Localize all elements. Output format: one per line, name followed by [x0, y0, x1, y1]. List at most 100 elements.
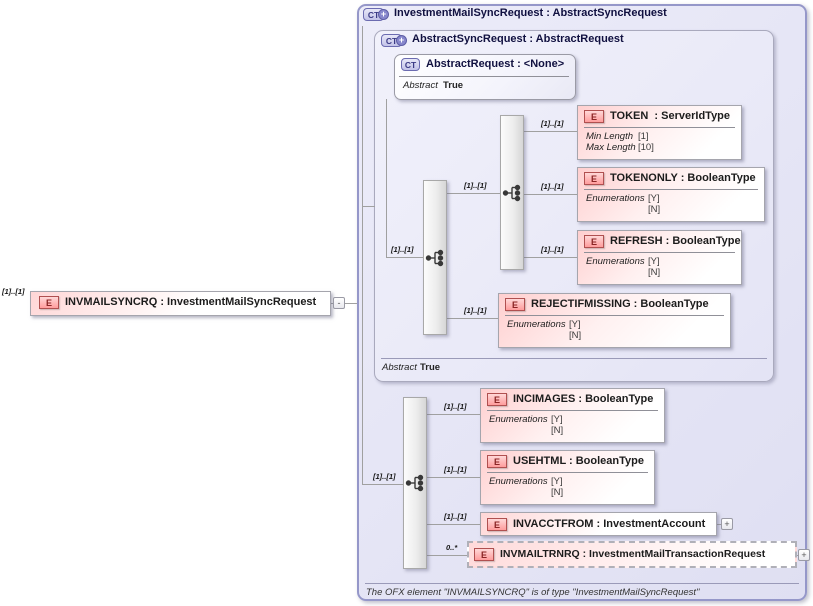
- connector-line: [386, 99, 387, 258]
- divider: [381, 358, 767, 359]
- element-title: INVACCTFROM : InvestmentAccount: [513, 518, 706, 530]
- sequence-connector[interactable]: [423, 180, 447, 335]
- element-title: REJECTIFMISSING : BooleanType: [531, 298, 709, 310]
- cardinality-label: [1]..[1]: [444, 512, 467, 521]
- facet-value: [Y]: [648, 193, 660, 204]
- base-type-title: AbstractRequest : <None>: [426, 58, 565, 70]
- facet-label: Enumerations: [586, 256, 645, 267]
- facet-value: [N]: [569, 330, 582, 341]
- complextype-icon: CT: [401, 58, 420, 71]
- facet-label: Enumerations: [586, 193, 645, 204]
- element-icon: E: [39, 296, 59, 309]
- element-refresh[interactable]: E REFRESH : BooleanType Enumerations [Y]…: [577, 230, 742, 285]
- connector-line: [427, 555, 468, 556]
- element-icon: E: [584, 172, 604, 185]
- element-icon: E: [487, 518, 507, 531]
- expand-button[interactable]: +: [721, 518, 733, 530]
- divider: [487, 410, 658, 411]
- abstract-property-label: Abstract: [403, 80, 438, 91]
- facet-label: Min Length: [586, 131, 634, 142]
- connector-line: [716, 524, 722, 525]
- collapse-button[interactable]: -: [333, 297, 345, 309]
- element-title: TOKENONLY : BooleanType: [610, 172, 756, 184]
- element-tokenonly[interactable]: E TOKENONLY : BooleanType Enumerations […: [577, 167, 765, 222]
- complextype-icon-label: CT: [404, 59, 417, 70]
- element-title: INCIMAGES : BooleanType: [513, 393, 654, 405]
- cardinality-label: [1]..[1]: [541, 245, 564, 254]
- element-usehtml[interactable]: E USEHTML : BooleanType Enumerations [Y]…: [480, 450, 655, 505]
- facet-label: Enumerations: [489, 476, 548, 487]
- divider: [399, 76, 569, 77]
- derived-plus-badge: +: [378, 9, 389, 20]
- element-invmailsyncrq[interactable]: E INVMAILSYNCRQ : InvestmentMailSyncRequ…: [30, 291, 331, 316]
- element-icon: E: [487, 455, 507, 468]
- cardinality-label: [1]..[1]: [391, 245, 414, 254]
- abstract-property-value: True: [443, 80, 464, 91]
- inner-container-title: AbstractSyncRequest : AbstractRequest: [412, 33, 624, 45]
- cardinality-label: [1]..[1]: [464, 306, 487, 315]
- complextype-box-abstractrequest[interactable]: [394, 54, 576, 100]
- cardinality-label: [1]..[1]: [444, 465, 467, 474]
- facet-value: [Y]: [551, 414, 563, 425]
- element-token[interactable]: E TOKEN : ServerIdType Min Length [1] Ma…: [577, 105, 742, 160]
- element-title: TOKEN : ServerIdType: [610, 110, 731, 122]
- cardinality-label: [1]..[1]: [541, 182, 564, 191]
- facet-value: [N]: [648, 267, 661, 278]
- element-invmailtrnrq[interactable]: E INVMAILTRNRQ : InvestmentMailTransacti…: [467, 541, 797, 568]
- complextype-icon-label: CT: [367, 9, 380, 20]
- expand-button[interactable]: +: [798, 549, 810, 561]
- complextype-icon: CT +: [363, 8, 389, 21]
- connector-line: [362, 484, 404, 485]
- facet-value: [N]: [551, 487, 564, 498]
- cardinality-label: [1]..[1]: [2, 287, 25, 296]
- connector-line: [386, 257, 424, 258]
- sequence-icon: [502, 184, 521, 201]
- element-icon: E: [474, 548, 494, 561]
- connector-line: [524, 194, 578, 195]
- connector-line: [447, 193, 501, 194]
- connector-line: [524, 131, 578, 132]
- abstract-property-value: True: [420, 362, 441, 373]
- sequence-icon: [405, 474, 424, 492]
- cardinality-label: [1]..[1]: [464, 181, 487, 190]
- divider: [487, 472, 648, 473]
- facet-label: Enumerations: [507, 319, 566, 330]
- connector-line: [362, 206, 375, 207]
- connector-line: [362, 26, 363, 485]
- element-icon: E: [487, 393, 507, 406]
- footer-annotation: The OFX element "INVMAILSYNCRQ" is of ty…: [366, 587, 700, 598]
- sequence-connector[interactable]: [403, 397, 427, 569]
- element-invacctfrom[interactable]: E INVACCTFROM : InvestmentAccount: [480, 512, 717, 536]
- complextype-icon: CT +: [381, 34, 407, 47]
- divider: [505, 315, 724, 316]
- sequence-connector[interactable]: [500, 115, 524, 270]
- element-icon: E: [584, 110, 604, 123]
- facet-label: Enumerations: [489, 414, 548, 425]
- facet-value: [1]: [638, 131, 649, 142]
- sequence-icon: [425, 249, 444, 266]
- cardinality-label: [1]..[1]: [541, 119, 564, 128]
- divider: [584, 127, 735, 128]
- cardinality-label: [1]..[1]: [373, 472, 396, 481]
- facet-value: [10]: [638, 142, 654, 153]
- element-title: USEHTML : BooleanType: [513, 455, 644, 467]
- element-rejectifmissing[interactable]: E REJECTIFMISSING : BooleanType Enumerat…: [498, 293, 731, 348]
- facet-value: [Y]: [648, 256, 660, 267]
- connector-line: [427, 414, 481, 415]
- connector-line: [447, 318, 499, 319]
- outer-container-title: InvestmentMailSyncRequest : AbstractSync…: [394, 7, 667, 19]
- element-title: REFRESH : BooleanType: [610, 235, 741, 247]
- derived-plus-badge: +: [396, 35, 407, 46]
- facet-value: [Y]: [569, 319, 581, 330]
- element-incimages[interactable]: E INCIMAGES : BooleanType Enumerations […: [480, 388, 665, 443]
- element-icon: E: [505, 298, 525, 311]
- element-title: INVMAILSYNCRQ : InvestmentMailSyncReques…: [65, 296, 317, 308]
- connector-line: [427, 477, 481, 478]
- facet-value: [N]: [551, 425, 564, 436]
- cardinality-label: [1]..[1]: [444, 402, 467, 411]
- element-title: INVMAILTRNRQ : InvestmentMailTransaction…: [500, 548, 766, 560]
- facet-value: [Y]: [551, 476, 563, 487]
- divider: [584, 189, 758, 190]
- divider: [584, 252, 735, 253]
